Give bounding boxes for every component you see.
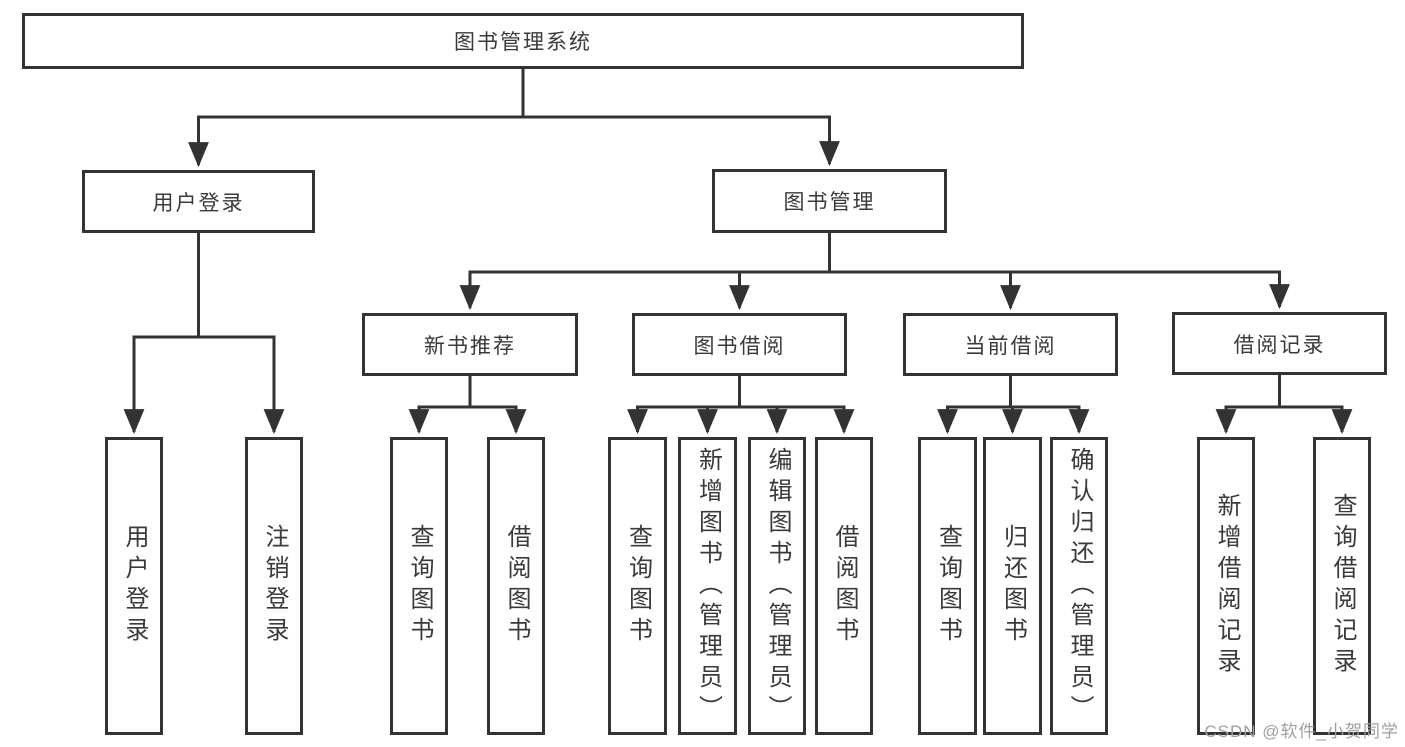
leaf-borrow-books: 借阅图书	[815, 437, 873, 735]
leaf-newbook-query-books-label: 查询图书	[406, 524, 433, 648]
leaf-confirm-return-admin: 确认归还（管理员）	[1050, 437, 1108, 735]
node-current-borrow-label: 当前借阅	[964, 334, 1057, 358]
leaf-newbook-borrow-books: 借阅图书	[487, 437, 545, 735]
leaf-confirm-return-admin-label: 确认归还（管理员）	[1066, 446, 1093, 726]
node-book-borrow-label: 图书借阅	[693, 334, 786, 358]
node-book-management-label: 图书管理	[783, 191, 876, 214]
leaf-edit-books-admin: 编辑图书（管理员）	[748, 437, 806, 735]
leaf-newbook-borrow-books-label: 借阅图书	[503, 524, 530, 648]
node-book-management: 图书管理	[712, 169, 947, 233]
node-new-book-recommend: 新书推荐	[362, 313, 578, 376]
leaf-user-login-label: 用户登录	[121, 524, 148, 648]
leaf-user-login: 用户登录	[105, 437, 163, 735]
node-user-login: 用户登录	[82, 170, 315, 233]
leaf-borrow-query-books-label: 查询图书	[624, 524, 652, 648]
leaf-query-borrow-record: 查询借阅记录	[1313, 437, 1371, 735]
node-user-login-label: 用户登录	[152, 191, 245, 215]
leaf-add-borrow-record-label: 新增借阅记录	[1213, 493, 1240, 679]
leaf-add-borrow-record: 新增借阅记录	[1197, 437, 1255, 735]
csdn-watermark: CSDN @软件_小贺同学	[1204, 722, 1399, 741]
node-book-borrow: 图书借阅	[632, 313, 847, 376]
node-borrow-records: 借阅记录	[1172, 312, 1387, 375]
leaf-current-query-books: 查询图书	[918, 437, 977, 735]
leaf-current-query-books-label: 查询图书	[934, 524, 962, 648]
node-root-label: 图书管理系统	[454, 31, 592, 54]
node-root: 图书管理系统	[22, 13, 1024, 69]
leaf-return-books-label: 归还图书	[999, 524, 1027, 648]
leaf-edit-books-admin-label: 编辑图书（管理员）	[764, 446, 791, 726]
leaf-add-books-admin-label: 新增图书（管理员）	[694, 446, 722, 726]
leaf-logout: 注销登录	[245, 437, 303, 735]
leaf-borrow-books-label: 借阅图书	[831, 524, 858, 648]
node-new-book-recommend-label: 新书推荐	[424, 334, 516, 358]
node-borrow-records-label: 借阅记录	[1233, 333, 1326, 357]
leaf-return-books: 归还图书	[983, 437, 1042, 735]
node-current-borrow: 当前借阅	[903, 313, 1118, 376]
leaf-newbook-query-books: 查询图书	[390, 437, 448, 735]
leaf-query-borrow-record-label: 查询借阅记录	[1329, 493, 1356, 679]
leaf-logout-label: 注销登录	[261, 524, 288, 648]
leaf-add-books-admin: 新增图书（管理员）	[678, 437, 737, 735]
leaf-borrow-query-books: 查询图书	[608, 437, 667, 735]
